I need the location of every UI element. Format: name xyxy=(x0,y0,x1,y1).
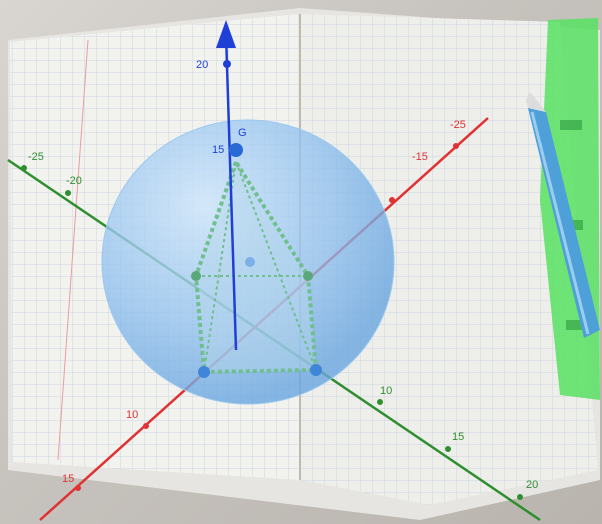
x-tick-15: 15 xyxy=(62,473,74,485)
y-tick-20: 20 xyxy=(526,479,538,491)
x-tick-neg25: -25 xyxy=(450,119,466,131)
y-tick-15: 15 xyxy=(452,431,464,443)
x-tick-10: 10 xyxy=(126,409,138,421)
solid-shape[interactable] xyxy=(191,157,322,378)
z-axis xyxy=(216,20,243,351)
y-tick-10: 10 xyxy=(380,385,392,397)
point-g[interactable] xyxy=(229,143,243,157)
z-tick-15: 15 xyxy=(212,144,224,156)
y-tick-neg25: -25 xyxy=(28,151,44,163)
margin-line xyxy=(57,39,89,461)
z-tick-20: 20 xyxy=(196,59,208,71)
pen xyxy=(526,92,600,338)
point-g-label: G xyxy=(238,127,247,139)
y-tick-neg20: -20 xyxy=(66,175,82,187)
x-tick-neg15: -15 xyxy=(412,151,428,163)
z-axis-arrow xyxy=(216,20,236,48)
